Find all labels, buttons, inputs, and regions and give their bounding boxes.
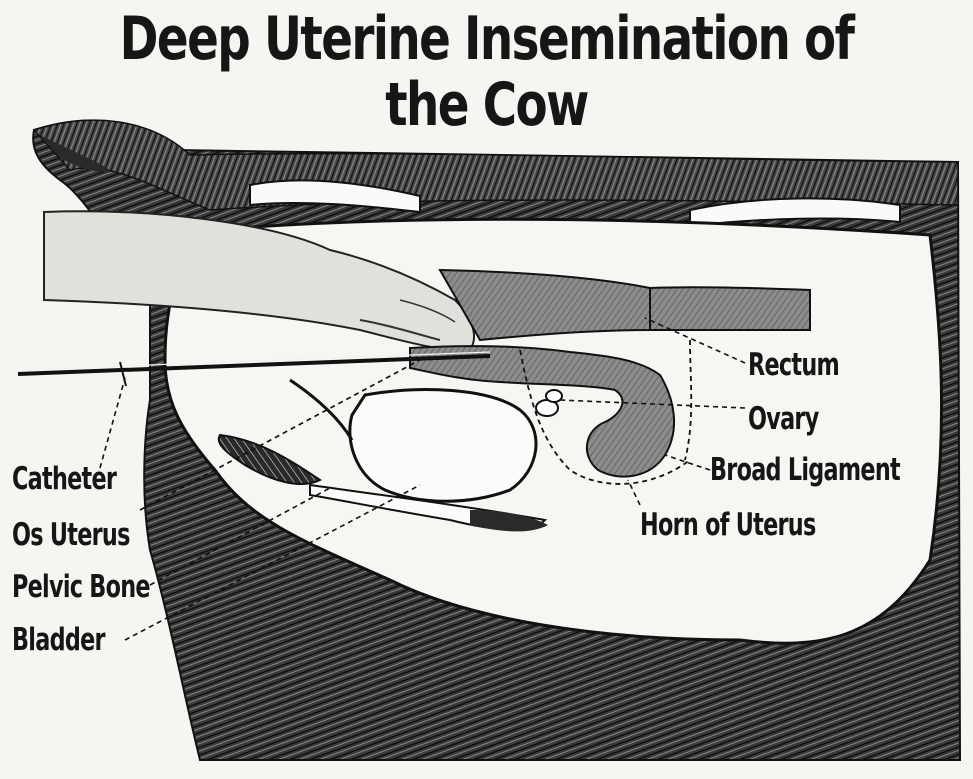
bladder [350, 390, 536, 502]
label-horn-of-uterus: Horn of Uterus [640, 510, 816, 541]
label-pelvic-bone: Pelvic Bone [12, 572, 150, 603]
label-rectum: Rectum [748, 350, 839, 381]
label-catheter: Catheter [12, 464, 116, 495]
label-os-uterus: Os Uterus [12, 520, 130, 551]
label-broad-ligament: Broad Ligament [710, 455, 900, 486]
label-ovary: Ovary [748, 404, 819, 435]
label-bladder: Bladder [12, 625, 105, 656]
